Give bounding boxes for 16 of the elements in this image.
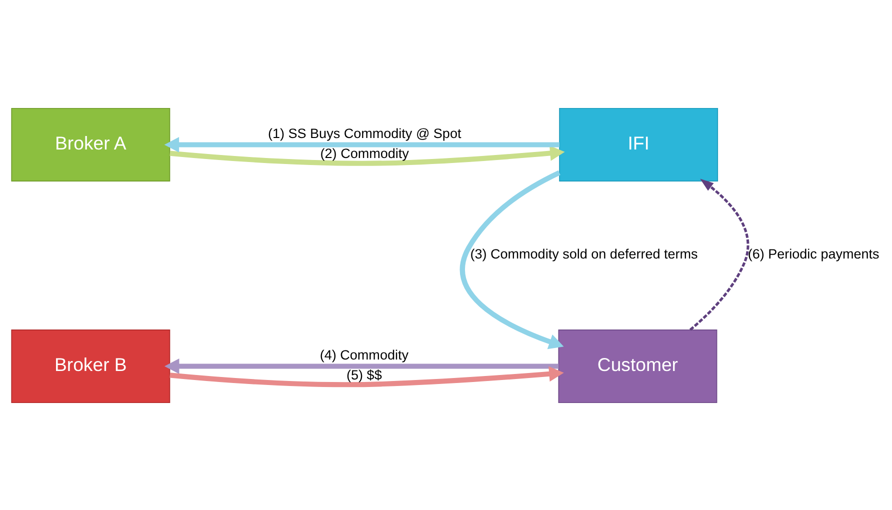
edge-label: (6) Periodic payments <box>748 246 880 262</box>
arrow <box>170 366 564 387</box>
node-box: Customer <box>558 328 718 403</box>
edge-label: (4) Commodity <box>320 346 409 362</box>
edge-label: (2) Commodity <box>320 146 409 161</box>
arrow <box>164 136 560 152</box>
edge-label: (5) $$ <box>346 367 382 382</box>
arrow <box>460 170 564 349</box>
edge-label: (1) SS Buys Commodity @ Spot <box>268 125 462 140</box>
edge-label: (3) Commodity sold on deferred terms <box>470 246 698 262</box>
arrow <box>170 144 565 166</box>
node-box: IFI <box>559 107 718 182</box>
node-box: Broker B <box>11 328 170 403</box>
arrow <box>164 358 559 374</box>
node-box: Broker A <box>11 107 170 182</box>
arrow <box>689 178 750 330</box>
